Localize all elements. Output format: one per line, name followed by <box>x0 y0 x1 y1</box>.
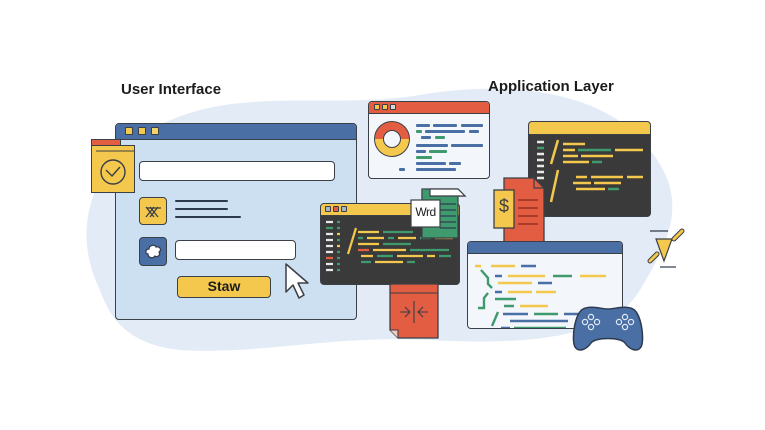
text-line <box>416 168 456 171</box>
text-line <box>416 124 430 127</box>
text-line <box>461 124 483 127</box>
text-line <box>416 162 446 165</box>
code-window-top-right <box>528 121 651 217</box>
ui-window-header <box>116 124 356 140</box>
text-line <box>416 144 448 147</box>
user-interface-label: User Interface <box>121 81 222 98</box>
window-dot <box>382 104 388 110</box>
finance-document-icon: $ <box>492 176 546 244</box>
window-dot <box>333 206 339 212</box>
chart-window-header <box>369 102 489 114</box>
text-line <box>416 130 422 133</box>
sparkle-icon <box>647 228 685 268</box>
window-dot <box>325 206 331 212</box>
text-input-bottom[interactable] <box>175 240 296 260</box>
word-doc-label: Wrd <box>415 205 436 219</box>
window-dot <box>125 127 133 135</box>
checkmark-folder-icon <box>91 139 135 193</box>
code-window-header <box>468 242 622 254</box>
text-line <box>175 208 228 210</box>
code-lines <box>537 139 643 203</box>
window-dot <box>374 104 380 110</box>
window-dot <box>390 104 396 110</box>
text-line <box>416 150 426 153</box>
text-line <box>433 124 457 127</box>
word-document-icon: Wrd <box>410 188 470 240</box>
text-line <box>449 162 461 165</box>
text-line <box>425 130 465 133</box>
gamepad-icon <box>572 306 644 351</box>
text-line <box>416 156 432 159</box>
text-line <box>469 130 479 133</box>
crossed-out-icon <box>139 197 167 225</box>
text-line <box>421 136 431 139</box>
cloud-icon <box>139 237 167 266</box>
text-line <box>451 144 483 147</box>
chart-window <box>368 101 490 179</box>
text-input-top[interactable] <box>139 161 335 181</box>
text-line <box>175 200 228 202</box>
window-dot <box>138 127 146 135</box>
text-line <box>175 216 241 218</box>
code-lines <box>326 220 453 272</box>
cursor-arrow-icon <box>285 263 309 299</box>
staw-button[interactable]: Staw <box>177 276 271 298</box>
text-line <box>399 168 405 171</box>
code-lines <box>475 264 606 328</box>
window-dot <box>341 206 347 212</box>
donut-chart-icon <box>374 121 410 157</box>
text-line <box>435 136 445 139</box>
application-layer-label: Application Layer <box>488 78 614 95</box>
code-window-header <box>529 122 650 135</box>
compress-document-icon <box>389 283 439 339</box>
text-line <box>429 150 447 153</box>
dollar-sign: $ <box>498 196 509 216</box>
window-dot <box>151 127 159 135</box>
